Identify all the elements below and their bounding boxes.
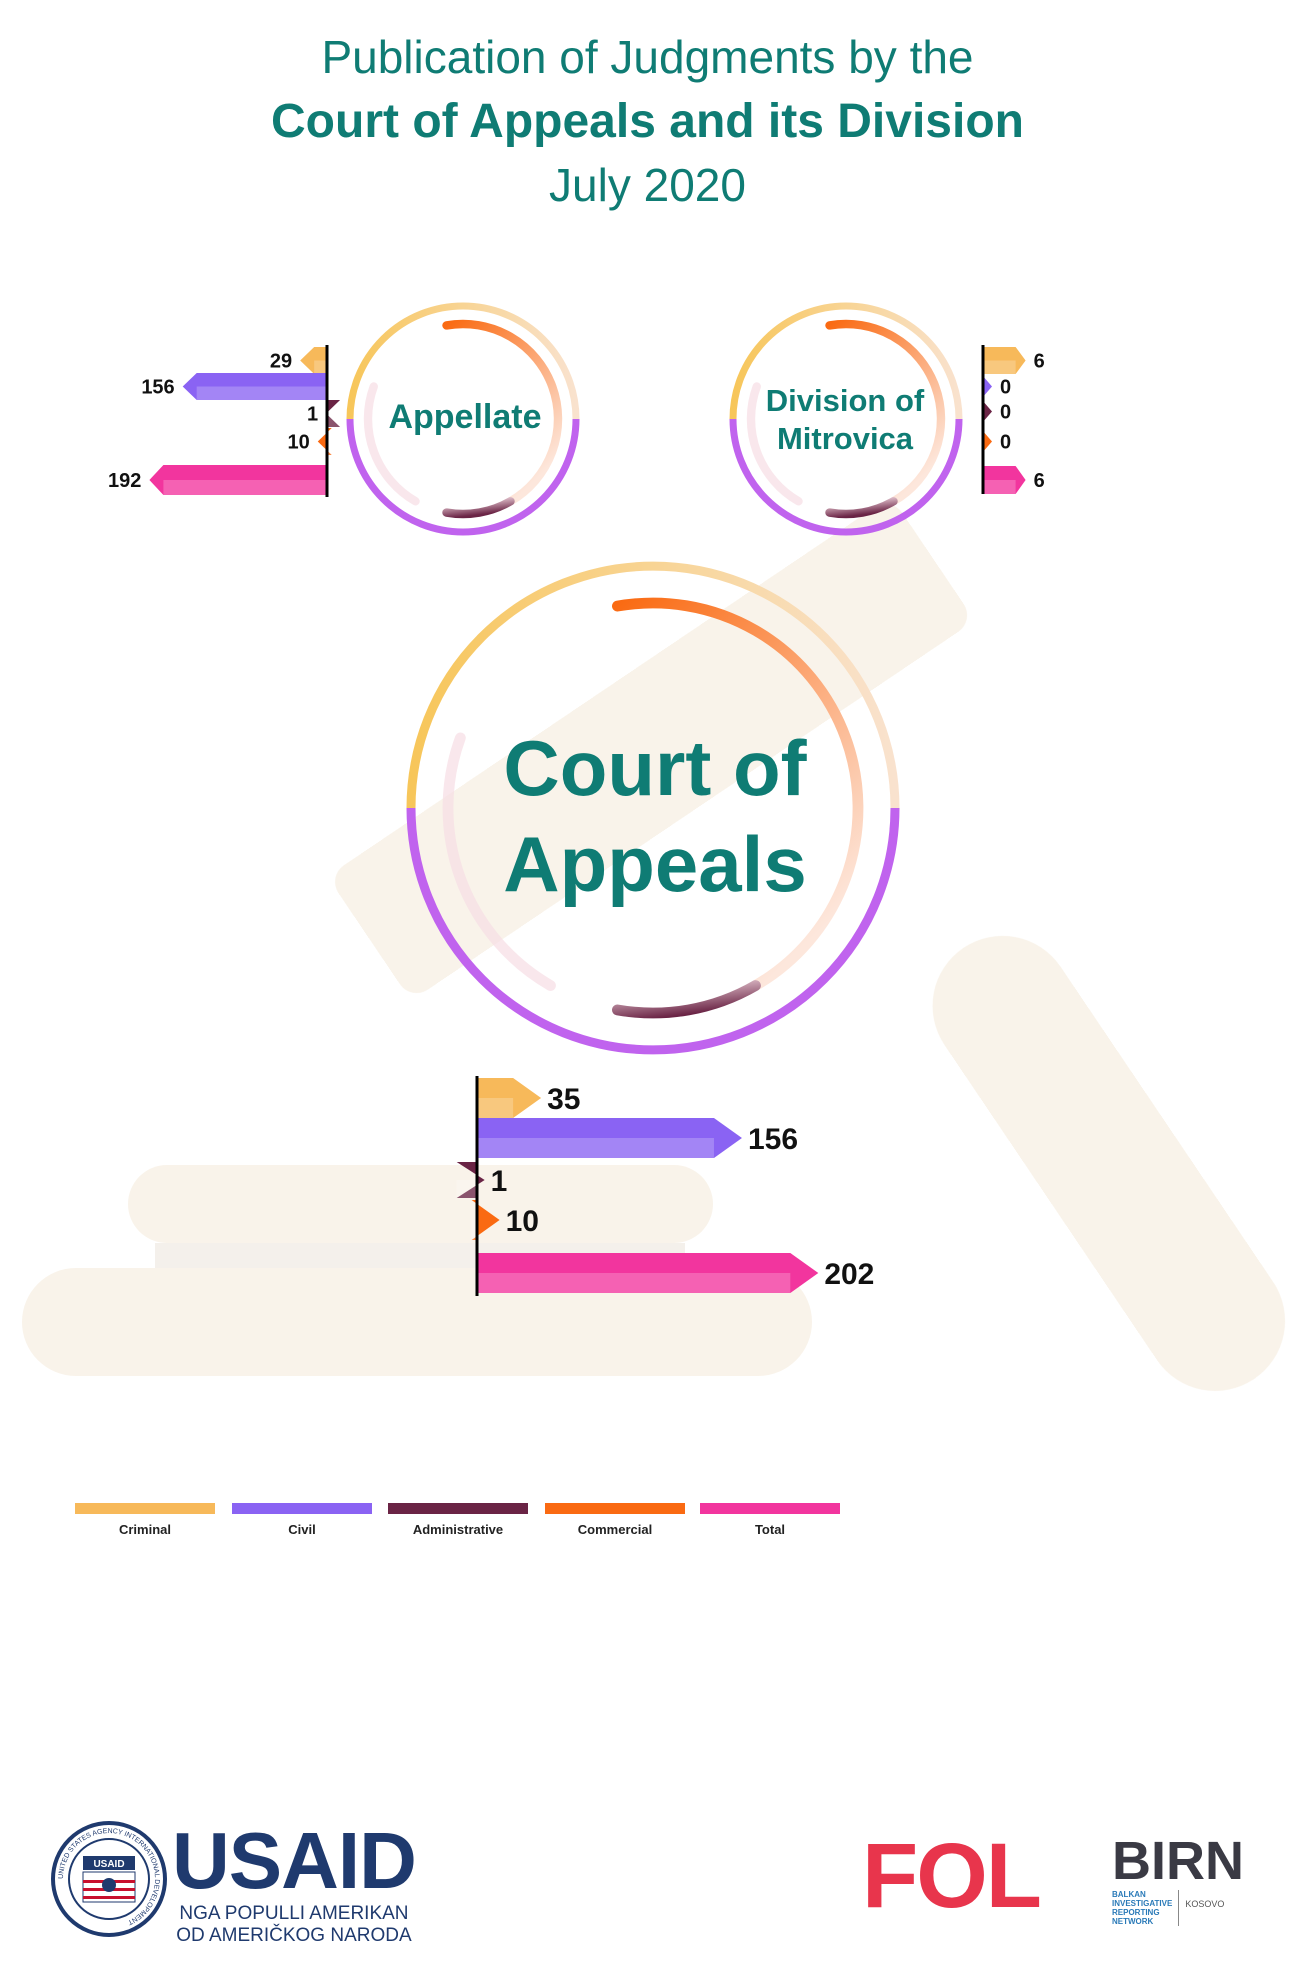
usaid-badge-text: USAID xyxy=(93,1859,124,1870)
birn-kosovo: KOSOVO xyxy=(1178,1890,1224,1926)
mitrovica-label-line2: Mitrovica xyxy=(776,421,914,456)
appellate-bar-criminal xyxy=(300,347,327,374)
mitrovica-value-label: 0 xyxy=(1000,432,1011,454)
birn-logo: BIRN BALKAN INVESTIGATIVE REPORTING NETW… xyxy=(1112,1834,1244,1926)
court-bar-administrative xyxy=(456,1162,485,1198)
appellate-bar-civil xyxy=(182,373,327,400)
court-ring-bottom xyxy=(406,807,900,1055)
legend-swatch xyxy=(700,1503,840,1514)
legend-swatch xyxy=(388,1503,528,1514)
appellate-value-label: 156 xyxy=(141,377,174,399)
mitrovica-value-label: 6 xyxy=(1034,470,1045,492)
birn-word: BIRN xyxy=(1112,1831,1244,1891)
title-line-3: July 2020 xyxy=(549,159,746,211)
court-bar-civil xyxy=(477,1118,742,1158)
mitrovica-value-label: 0 xyxy=(1000,377,1011,399)
usaid-line2: OD AMERIČKOG NARODA xyxy=(176,1925,412,1946)
title-line-2: Court of Appeals and its Division xyxy=(271,95,1024,148)
court-bar-criminal xyxy=(477,1078,542,1118)
court-label-line1: Court of xyxy=(503,724,807,812)
legend-swatch xyxy=(545,1503,685,1514)
legend-label: Criminal xyxy=(118,1522,171,1537)
mitrovica-inner-arc-faint xyxy=(746,382,803,506)
appellate-ring-top xyxy=(346,302,580,420)
title-line-1: Publication of Judgments by the xyxy=(321,31,974,83)
court-value-label: 1 xyxy=(491,1165,508,1198)
court-value-label: 156 xyxy=(748,1123,798,1156)
legend-item-criminal: Criminal xyxy=(75,1503,215,1543)
court-inner-arc-bottom xyxy=(612,980,761,1019)
birn-sub3: REPORTING xyxy=(1112,1908,1160,1917)
legend-label: Civil xyxy=(288,1522,316,1537)
legend-label: Total xyxy=(754,1522,786,1537)
mitrovica-label-line1: Division of xyxy=(765,383,925,418)
appellate-inner-arc-faint xyxy=(363,382,420,506)
mitrovica-inner-arc-top xyxy=(825,319,946,506)
appellate-inner-arc-bottom xyxy=(442,497,515,519)
mitrovica-bars: 6 0 0 0 6 xyxy=(981,345,1045,494)
court-bars: 35 156 1 10 202 xyxy=(456,1076,874,1296)
birn-sub4: NETWORK xyxy=(1112,1917,1154,1926)
mitrovica-bar-criminal xyxy=(983,347,1026,374)
court-label-line2: Appeals xyxy=(503,820,807,908)
mitrovica-ring-top xyxy=(729,302,963,420)
legend-swatch xyxy=(75,1503,215,1514)
usaid-word: USAID xyxy=(172,1816,417,1905)
court-inner-arc-top xyxy=(612,597,864,991)
legend-swatch xyxy=(232,1503,372,1514)
appellate-inner-arc-top xyxy=(442,319,563,506)
birn-sub2: INVESTIGATIVE xyxy=(1112,1899,1173,1908)
appellate-bar-administrative xyxy=(326,400,341,427)
court-value-label: 35 xyxy=(547,1083,580,1116)
court-inner-arc-faint xyxy=(442,732,556,991)
birn-sub1: BALKAN xyxy=(1112,1890,1146,1899)
appellate-value-label: 10 xyxy=(288,432,310,454)
usaid-wordmark: USAID NGA POPULLI AMERIKAN OD AMERIČKOG … xyxy=(172,1816,417,1947)
usaid-seal-icon: USAID UNITED STATES AGENCY INTERNATIONAL… xyxy=(51,1821,167,1937)
mitrovica-label: Division of Mitrovica xyxy=(745,382,945,458)
court-value-label: 10 xyxy=(506,1205,539,1238)
appellate-ring-bottom xyxy=(346,418,580,536)
fol-logo: FOL xyxy=(862,1825,1042,1927)
mitrovica-value-label: 0 xyxy=(1000,402,1011,424)
appellate-bar-commercial xyxy=(317,428,332,455)
mitrovica-value-label: 6 xyxy=(1034,351,1045,373)
appellate-bars: 29 156 1 10 192 xyxy=(108,345,341,497)
court-ring-top xyxy=(406,561,900,809)
appellate-value-label: 1 xyxy=(307,404,318,426)
appellate-value-label: 29 xyxy=(270,351,292,373)
appellate-value-label: 192 xyxy=(108,470,141,492)
legend-label: Administrative xyxy=(412,1522,504,1537)
legend-item-administrative: Administrative xyxy=(388,1503,528,1543)
court-bar-commercial xyxy=(471,1200,500,1240)
legend-item-civil: Civil xyxy=(232,1503,372,1543)
legend-label: Commercial xyxy=(577,1522,653,1537)
mitrovica-ring-bottom xyxy=(729,418,963,536)
court-value-label: 202 xyxy=(824,1258,874,1291)
appellate-bar-total xyxy=(149,465,327,495)
court-bar-total xyxy=(477,1253,819,1293)
appellate-label: Appellate xyxy=(388,398,542,436)
mitrovica-inner-arc-bottom xyxy=(825,497,898,519)
legend-item-total: Total xyxy=(700,1503,840,1543)
legend-item-commercial: Commercial xyxy=(545,1503,685,1543)
court-of-appeals-label: Court of Appeals xyxy=(455,720,855,912)
mitrovica-bar-total xyxy=(983,466,1026,494)
usaid-line1: NGA POPULLI AMERIKAN xyxy=(179,1903,409,1924)
